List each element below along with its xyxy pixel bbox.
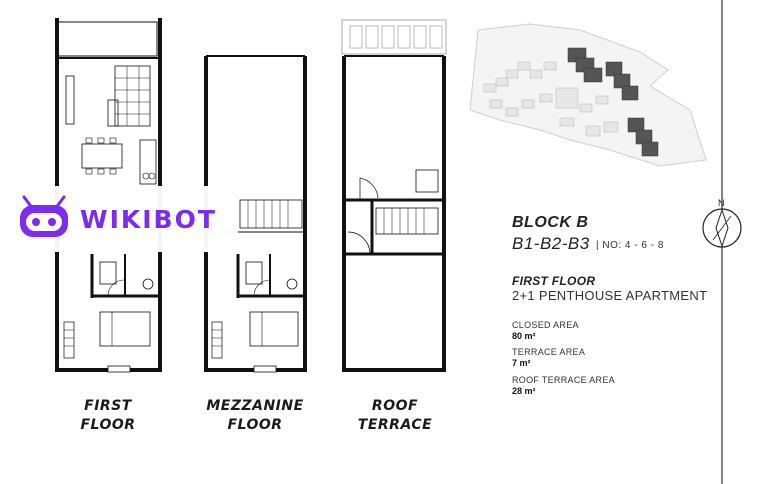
area-label-terrace: TERRACE AREA: [512, 347, 586, 357]
roof-terrace-plan: [341, 19, 447, 372]
plan-label-first-floor: FIRST FLOOR: [80, 398, 136, 433]
area-label-closed: CLOSED AREA: [512, 320, 579, 330]
mezzanine-floor-plan: [204, 55, 307, 373]
plan-label-mezzanine-floor: MEZZANINE FLOOR: [206, 398, 304, 433]
plan-label-roof-terrace: ROOF TERRACE: [357, 398, 433, 433]
first-floor-plan: [55, 18, 162, 373]
site-plan-map: [469, 23, 707, 167]
area-value-roof-terrace: 28 m²: [512, 386, 536, 396]
wikibot-text: WIKIBOT: [80, 204, 217, 234]
block-code: B1-B2-B3: [512, 234, 590, 253]
compass-icon: [702, 208, 742, 248]
block-number: | NO: 4 - 6 - 8: [596, 240, 664, 251]
area-label-roof-terrace: ROOF TERRACE AREA: [512, 375, 615, 385]
robot-logo-icon: [20, 195, 68, 237]
block-title: BLOCK B: [512, 214, 589, 231]
wikibot-watermark: WIKIBOT: [0, 186, 238, 252]
area-value-terrace: 7 m²: [512, 358, 531, 368]
area-value-closed: 80 m²: [512, 331, 536, 341]
floor-name: FIRST FLOOR: [512, 274, 596, 288]
floor-description: 2+1 PENTHOUSE APARTMENT: [512, 288, 708, 303]
compass-north-label: N: [718, 198, 725, 208]
